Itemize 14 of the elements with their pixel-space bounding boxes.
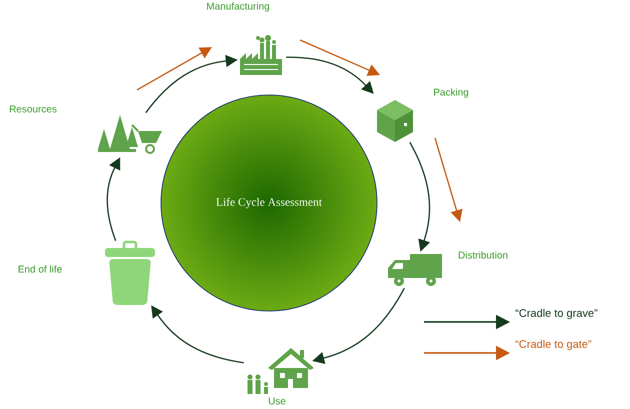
trash-bin-icon — [105, 240, 155, 305]
legend-label: “Cradle to gate” — [516, 340, 592, 350]
legend-label: “Cradle to grave” — [516, 308, 598, 320]
stage-label: Distribution — [458, 251, 508, 259]
house-family-icon — [248, 348, 314, 394]
stage-label: Manufacturing — [207, 2, 270, 12]
truck-icon — [388, 254, 442, 286]
stage-label: Resources — [10, 106, 57, 112]
package-icon — [377, 100, 413, 142]
stage-label: Use — [268, 398, 286, 404]
trees-wheelbarrow-icon — [98, 115, 162, 154]
stage-label: Packing — [434, 88, 468, 98]
stage-label: End of life — [18, 265, 62, 273]
factory-icon — [240, 35, 282, 75]
